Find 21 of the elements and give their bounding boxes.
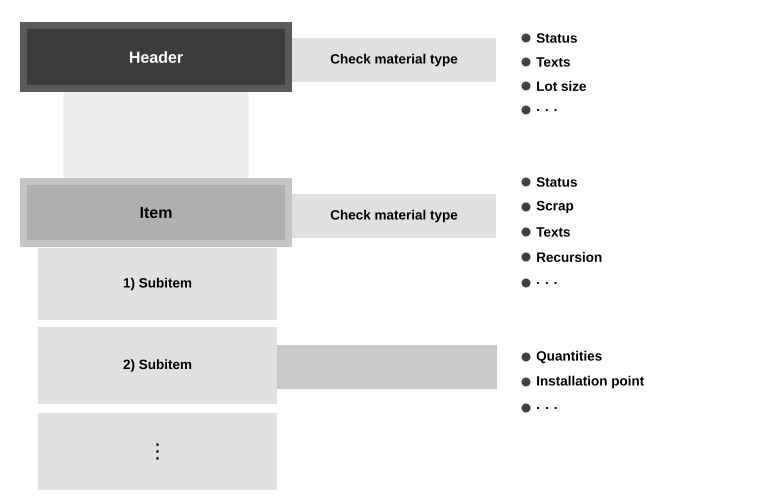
bullet-item: Texts [522,57,570,67]
bullet-item: Scrap [522,200,574,214]
header-box: Header [20,22,292,92]
subitem-box: ⋮ [38,413,277,490]
bullet-item: Installation point [522,376,644,388]
check-band: Check material type [292,194,496,238]
subitem-box: 1) Subitem [38,248,277,320]
band [277,345,497,389]
bullet-item: . . . [522,404,557,412]
bullet-item: . . . [522,278,557,288]
item-box: Item [20,178,292,247]
bullet-item: . . . [522,106,557,114]
bullet-item: Recursion [522,252,602,262]
bullet-item: Texts [522,227,570,237]
subitem-box: 2) Subitem [38,327,277,404]
bullet-item: Status [522,177,577,187]
bullet-item: Status [522,33,577,43]
bullet-item: Quantities [522,350,602,364]
check-band: Check material type [292,38,496,82]
connector-band [64,92,248,178]
bullet-item: Lot size [522,81,586,91]
